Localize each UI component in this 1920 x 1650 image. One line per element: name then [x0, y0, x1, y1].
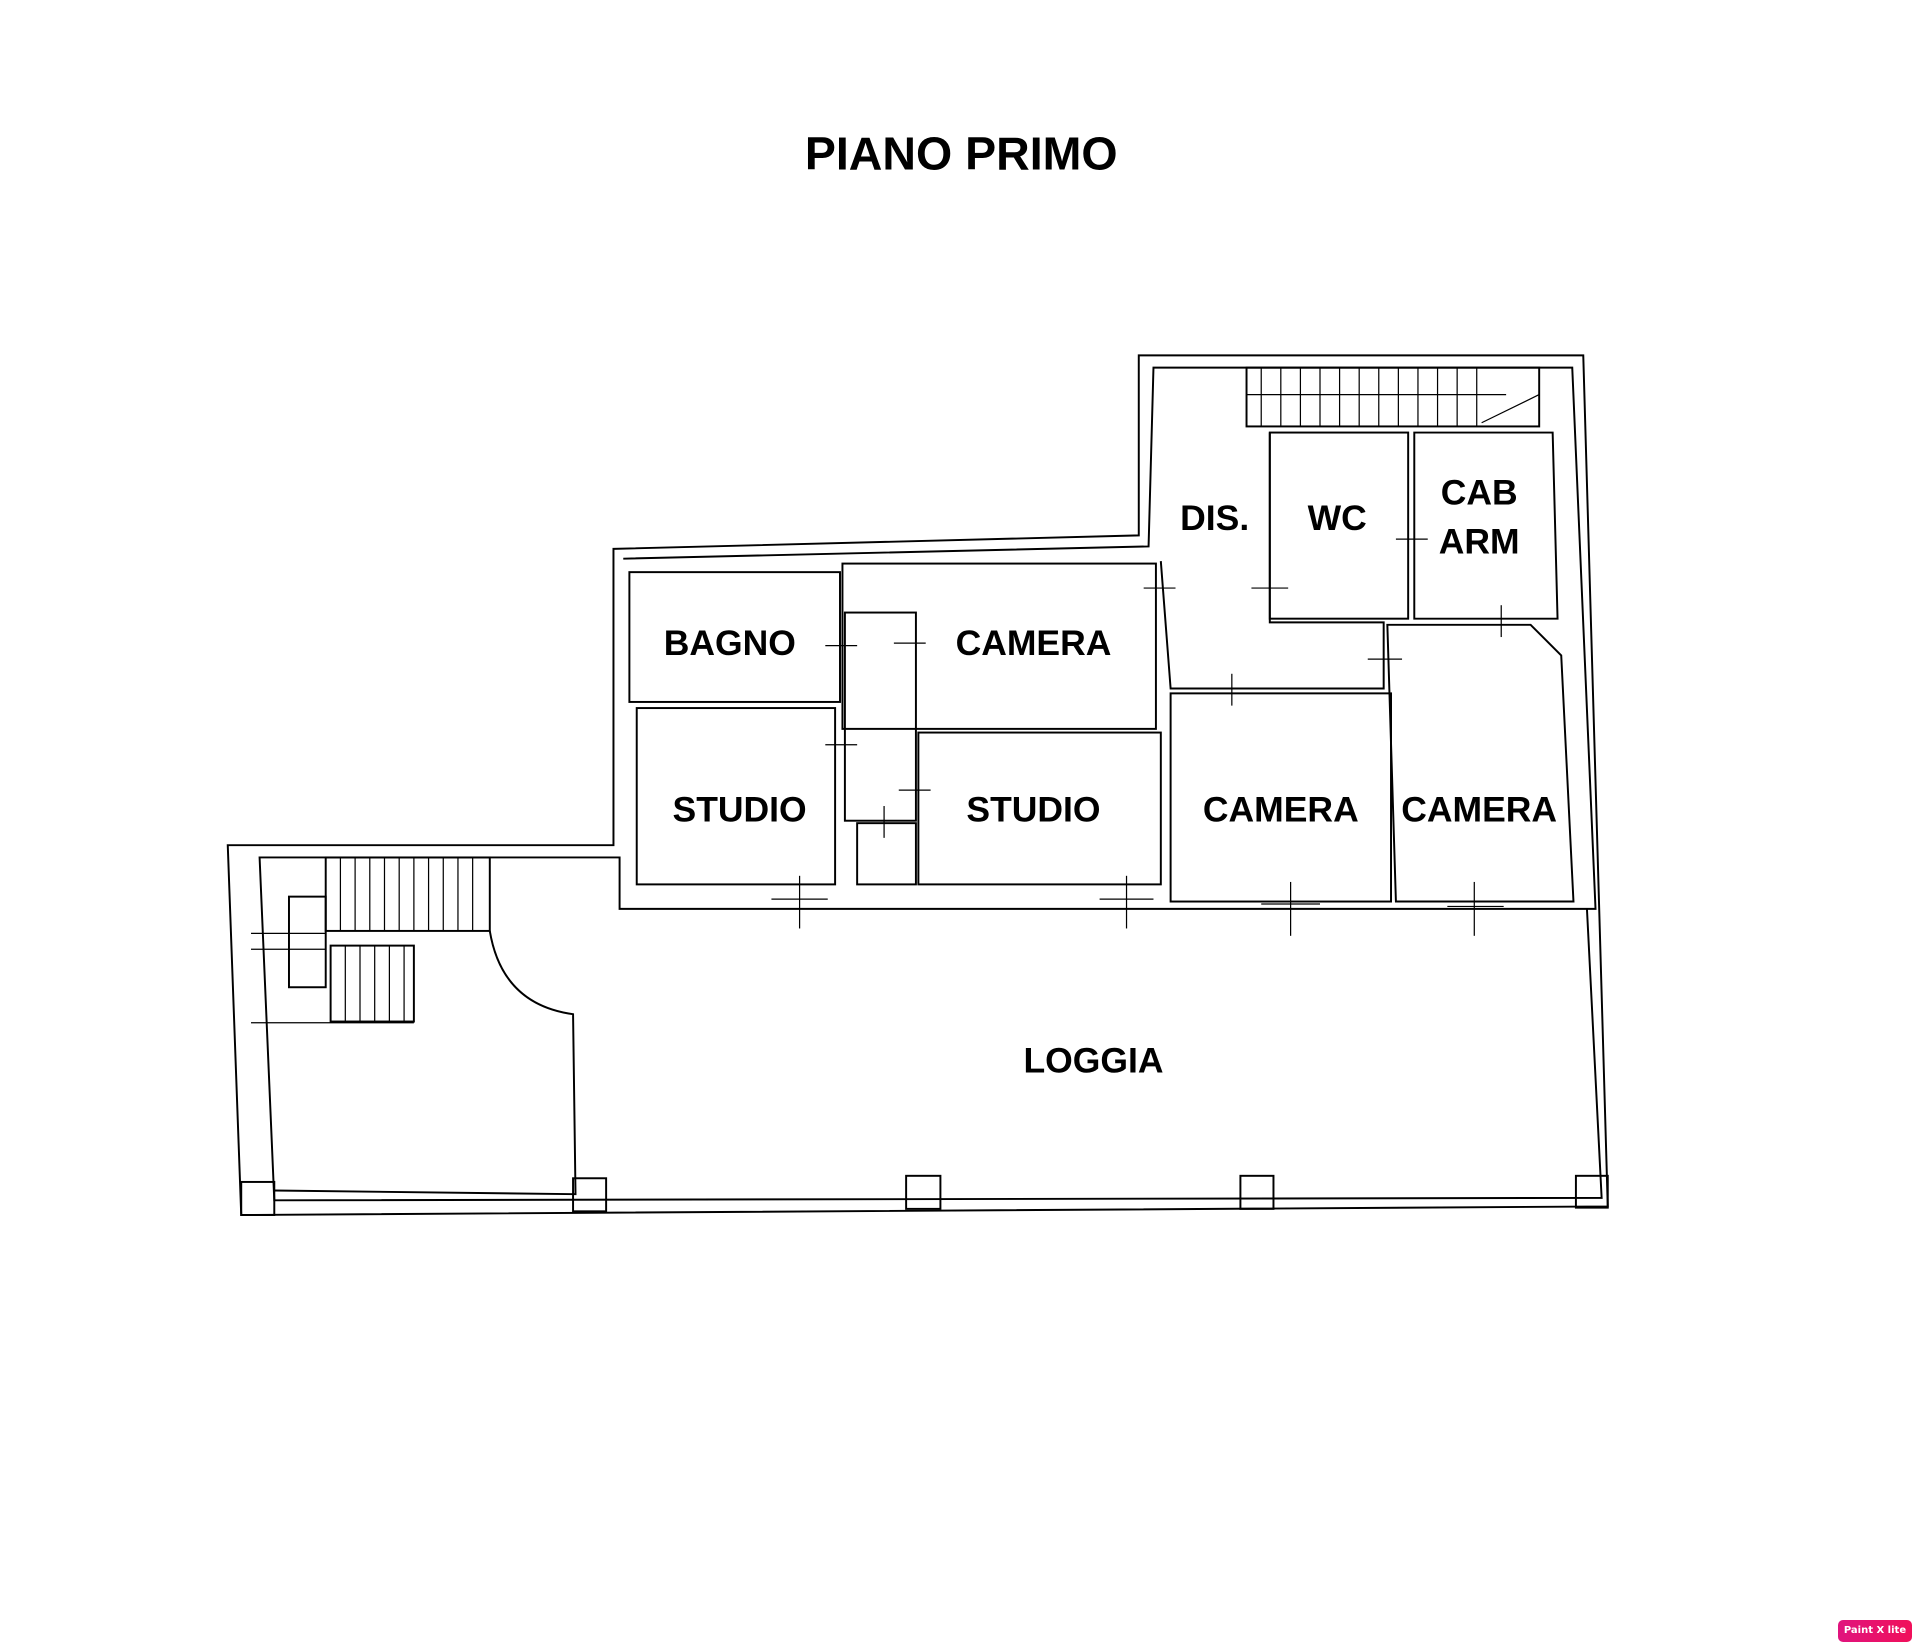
watermark-badge: Paint X lite	[1838, 1620, 1912, 1642]
stairs-top	[1245, 366, 1541, 428]
room-label-studio-2: STUDIO	[966, 790, 1100, 830]
room-studio-1	[635, 707, 837, 886]
room-label-loggia: LOGGIA	[1023, 1041, 1163, 1081]
room-studio-2	[917, 731, 1162, 886]
room-bagno	[628, 571, 841, 703]
room-label-camera-3: CAMERA	[1401, 790, 1557, 830]
room-label-camera-1: CAMERA	[956, 623, 1112, 663]
room-cab-arm	[1413, 431, 1559, 620]
room-camera-2	[1169, 692, 1392, 903]
room-label-cab: CAB	[1441, 472, 1518, 512]
room-label-dis: DIS.	[1180, 498, 1249, 538]
room-label-arm: ARM	[1439, 521, 1520, 561]
room-camera-3	[1386, 623, 1575, 903]
walls	[226, 354, 1609, 1216]
room-label-camera-2: CAMERA	[1203, 790, 1359, 830]
room-dis	[1159, 432, 1385, 690]
room-label-bagno: BAGNO	[664, 623, 796, 663]
plan-title: PIANO PRIMO	[805, 127, 1118, 179]
stairs-left	[324, 856, 491, 932]
room-wc	[1268, 431, 1410, 620]
stair-treads-top	[1260, 367, 1478, 427]
room-label-studio-1: STUDIO	[673, 790, 807, 830]
corridor	[843, 611, 917, 822]
room-label-wc: WC	[1308, 498, 1367, 538]
